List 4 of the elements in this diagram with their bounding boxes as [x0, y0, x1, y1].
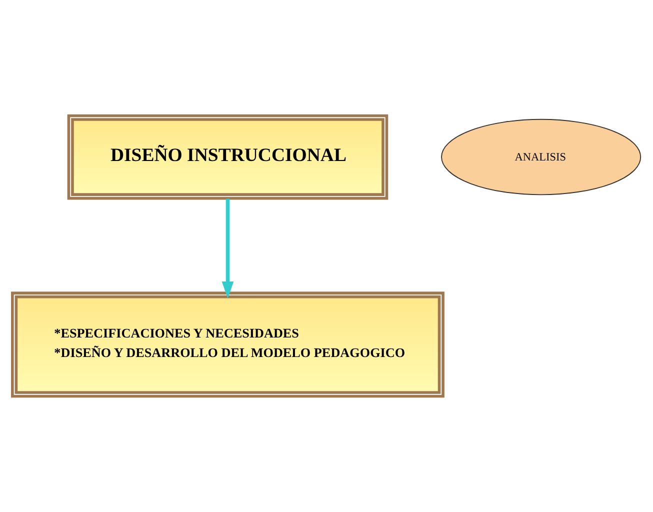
arrow — [222, 198, 234, 298]
node-box: DISEÑO INSTRUCCIONAL — [67, 114, 388, 200]
node-ellipse: ANALISIS — [441, 118, 642, 196]
node-box: *ESPECIFICACIONES Y NECESIDADES *DISEÑO Y DESARROLLO DEL MODELO PEDAGOGICO — [11, 292, 444, 398]
